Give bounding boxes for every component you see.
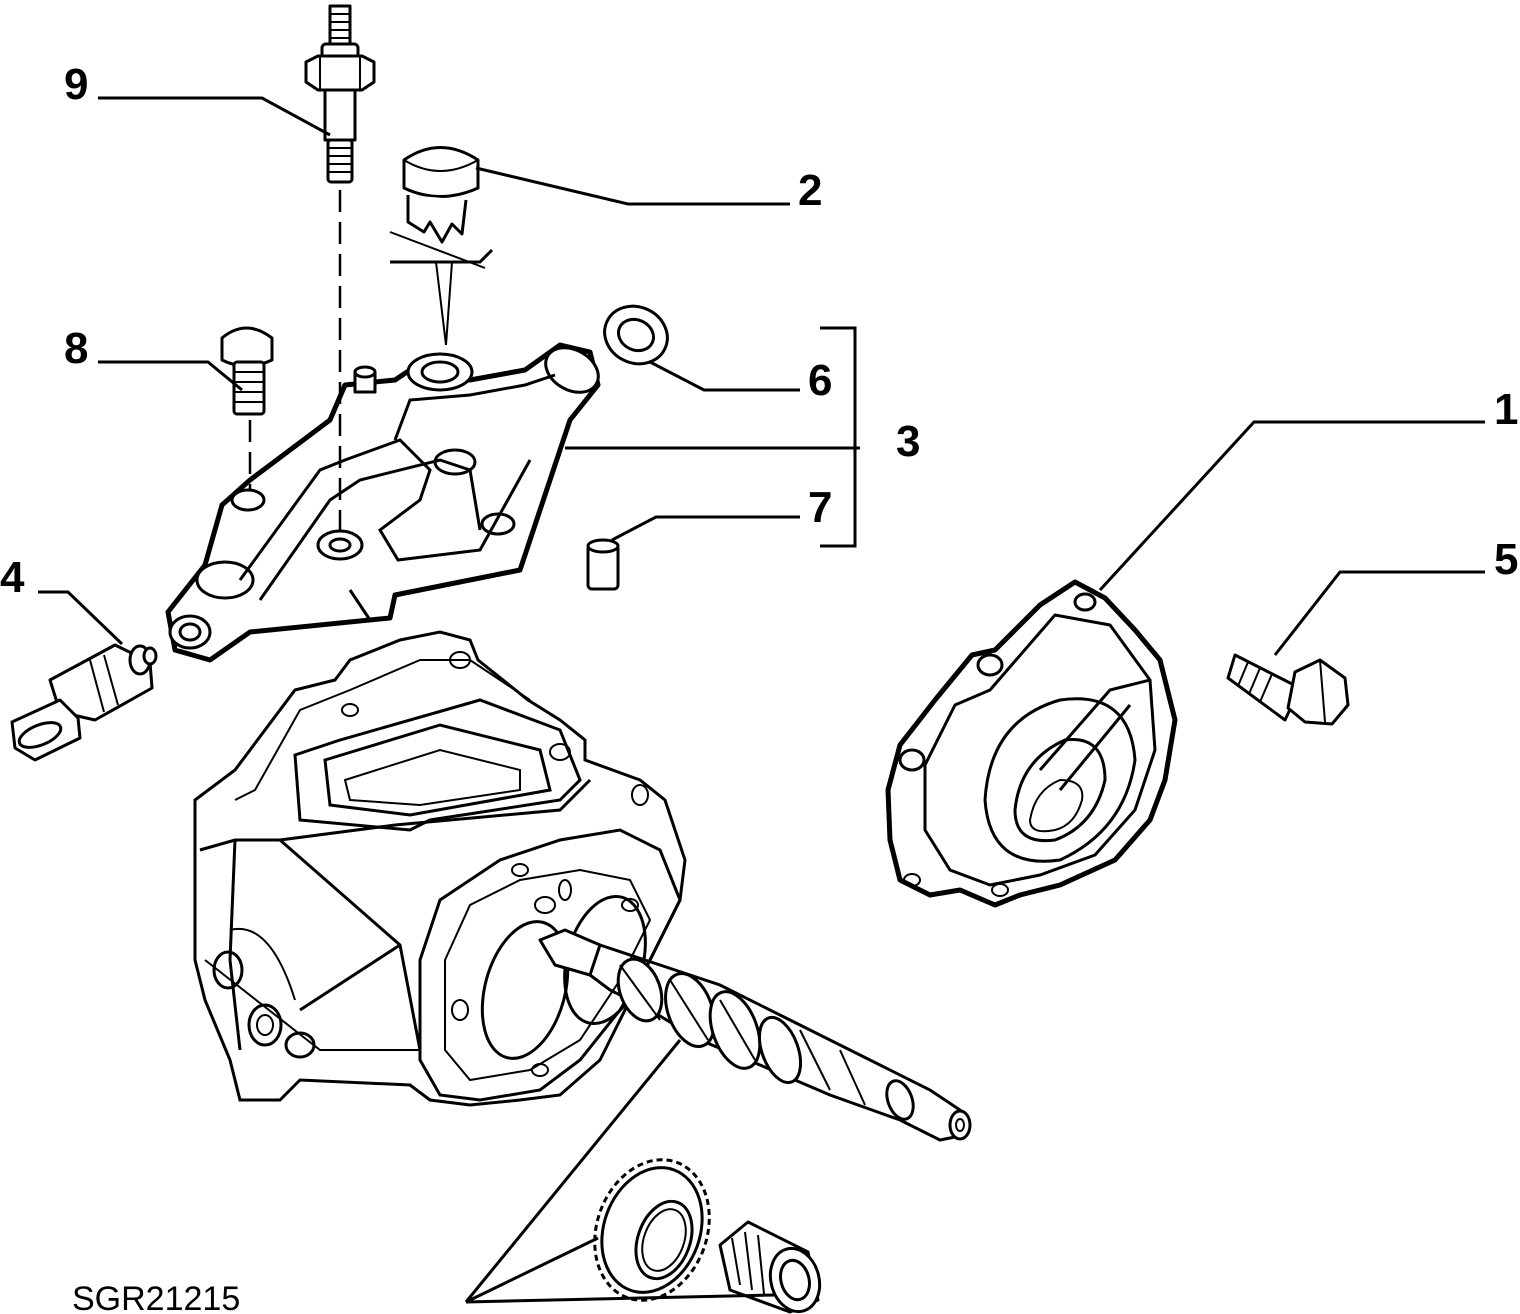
part-7-dowel [586, 538, 620, 591]
main-shaft [538, 928, 972, 1142]
callout-4: 4 [0, 553, 25, 602]
part-9-stud-bolt [304, 4, 376, 540]
callout-1: 1 [1494, 385, 1518, 434]
callout-7: 7 [808, 483, 832, 532]
callout-5: 5 [1494, 535, 1518, 584]
part-1-end-cover [885, 579, 1178, 908]
part-6-seal-ring [603, 304, 669, 366]
diagram-reference-code: SGR21215 [72, 1280, 240, 1314]
callout-labels: 1 2 3 4 5 6 7 8 9 SGR21215 [0, 60, 1518, 1314]
detail-gear [593, 1158, 711, 1302]
part-2-cap [389, 146, 494, 346]
detail-bearing [718, 1220, 822, 1314]
part-3-cover-housing [165, 342, 601, 663]
callout-6: 6 [808, 356, 832, 405]
part-8-bolt [220, 326, 274, 495]
callout-8: 8 [64, 324, 88, 373]
callout-2: 2 [798, 166, 822, 215]
part-4-sensor [10, 643, 158, 762]
leader-lines [38, 96, 1485, 1304]
callout-3: 3 [896, 417, 920, 466]
callout-9: 9 [64, 60, 88, 109]
gearbox-case [193, 630, 687, 1107]
part-5-bolt [1226, 653, 1350, 726]
